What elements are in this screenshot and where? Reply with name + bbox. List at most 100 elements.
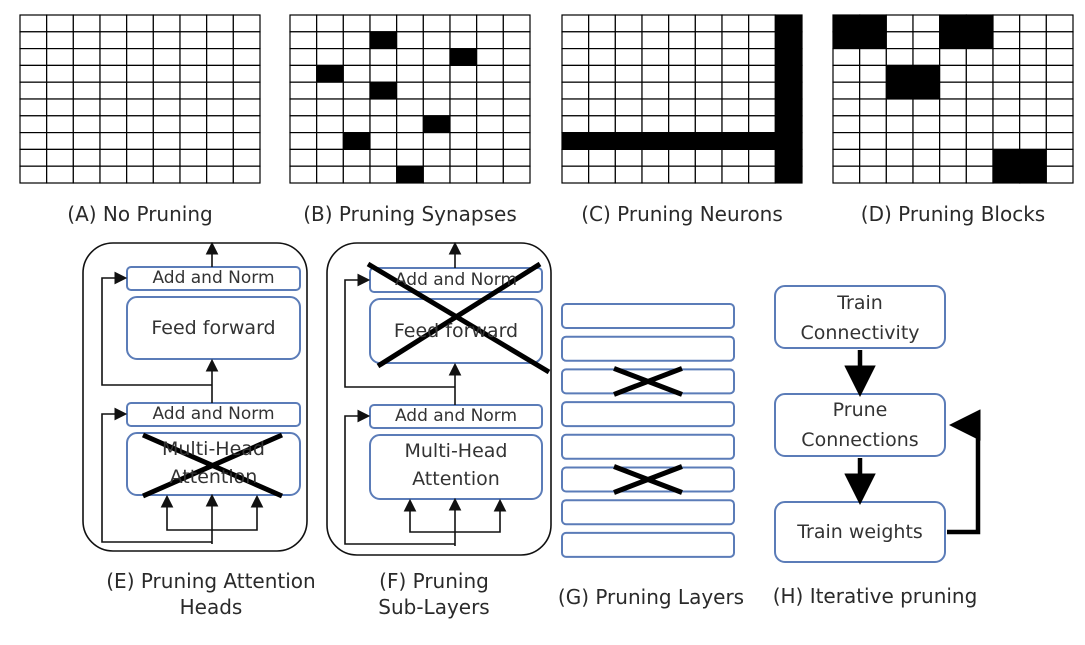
weight-cell <box>561 64 590 83</box>
panel-e-add-norm-top-box <box>126 266 301 291</box>
weight-cell <box>46 98 74 117</box>
panel-f-transformer <box>326 241 552 556</box>
pruned-cell <box>912 81 941 100</box>
weight-cell <box>19 98 48 117</box>
weight-cell <box>641 47 670 66</box>
weight-cell <box>561 115 590 134</box>
weight-cell <box>72 98 101 117</box>
weight-cell <box>694 14 723 33</box>
weight-cell <box>939 115 967 134</box>
caption-f-line2: Sub-Layers <box>378 595 490 619</box>
weight-cell <box>126 14 154 33</box>
weight-cell <box>588 64 616 83</box>
weight-cell <box>859 132 887 151</box>
weight-cell <box>721 31 750 50</box>
weight-cell <box>912 165 941 184</box>
weight-cell <box>449 81 478 100</box>
weight-cell <box>721 148 750 167</box>
weight-cell <box>19 14 48 33</box>
weight-cell <box>449 98 478 117</box>
panel-e-residual-arrow <box>101 271 212 386</box>
panel-f-mha-box <box>369 434 543 500</box>
caption-e: (E) Pruning Attention Heads <box>96 568 326 620</box>
weight-cell <box>1045 14 1074 33</box>
weight-cell <box>694 81 723 100</box>
panel-e-feed-forward-box <box>126 296 301 360</box>
weight-cell <box>641 165 670 184</box>
weight-cell <box>206 31 234 50</box>
weight-cell <box>748 64 776 83</box>
panel-h-loop <box>774 285 981 563</box>
weight-cell <box>1019 132 1047 151</box>
weight-cell <box>721 81 750 100</box>
weight-cell <box>992 14 1021 33</box>
weight-cell <box>965 148 994 167</box>
weight-cell <box>152 148 181 167</box>
weight-cell <box>289 14 318 33</box>
weight-cell <box>289 64 318 83</box>
weight-cell <box>992 81 1021 100</box>
weight-cell <box>19 64 48 83</box>
weight-cell <box>422 132 451 151</box>
weight-cell <box>641 148 670 167</box>
weight-cell <box>232 14 261 33</box>
weight-cell <box>885 14 914 33</box>
pruned-cell <box>832 31 861 50</box>
weight-cell <box>99 132 128 151</box>
weight-cell <box>46 64 74 83</box>
weight-cell <box>152 115 181 134</box>
weight-cell <box>422 47 451 66</box>
weight-cell <box>561 98 590 117</box>
grid-pruning-synapses <box>289 14 531 184</box>
weight-cell <box>748 14 776 33</box>
layer-box <box>561 433 735 460</box>
weight-cell <box>668 98 696 117</box>
weight-cell <box>449 64 478 83</box>
weight-cell <box>1019 115 1047 134</box>
weight-cell <box>289 98 318 117</box>
step-prune-connections-box <box>774 393 946 457</box>
weight-cell <box>289 81 318 100</box>
weight-cell <box>694 31 723 50</box>
weight-cell <box>232 98 261 117</box>
weight-cell <box>694 148 723 167</box>
weight-cell <box>396 98 424 117</box>
weight-cell <box>99 81 128 100</box>
weight-cell <box>939 64 967 83</box>
weight-cell <box>99 115 128 134</box>
weight-cell <box>1045 148 1074 167</box>
weight-cell <box>46 148 74 167</box>
weight-cell <box>369 64 398 83</box>
weight-cell <box>72 115 101 134</box>
panel-f-input-arrow <box>455 498 507 533</box>
weight-cell <box>748 148 776 167</box>
panel-g-layer-stack <box>561 303 735 558</box>
weight-cell <box>588 31 616 50</box>
weight-cell <box>126 81 154 100</box>
weight-cell <box>72 81 101 100</box>
weight-cell <box>939 148 967 167</box>
weight-cell <box>126 148 154 167</box>
pruned-cell <box>939 14 967 33</box>
weight-cell <box>912 98 941 117</box>
weight-cell <box>179 47 208 66</box>
weight-cell <box>832 47 861 66</box>
weight-cell <box>72 148 101 167</box>
weight-cell <box>152 81 181 100</box>
weight-cell <box>588 47 616 66</box>
weight-cell <box>316 115 344 134</box>
weight-cell <box>476 148 504 167</box>
weight-cell <box>965 81 994 100</box>
weight-cell <box>832 64 861 83</box>
pruned-cell <box>965 14 994 33</box>
weight-cell <box>72 132 101 151</box>
pruned-cell <box>992 148 1021 167</box>
weight-cell <box>614 148 643 167</box>
weight-cell <box>832 81 861 100</box>
weight-cell <box>912 47 941 66</box>
layer-box <box>561 531 735 558</box>
weight-cell <box>179 64 208 83</box>
weight-cell <box>668 148 696 167</box>
pruned-cell <box>774 47 803 66</box>
panel-e-add-norm-bottom-box <box>126 402 301 427</box>
